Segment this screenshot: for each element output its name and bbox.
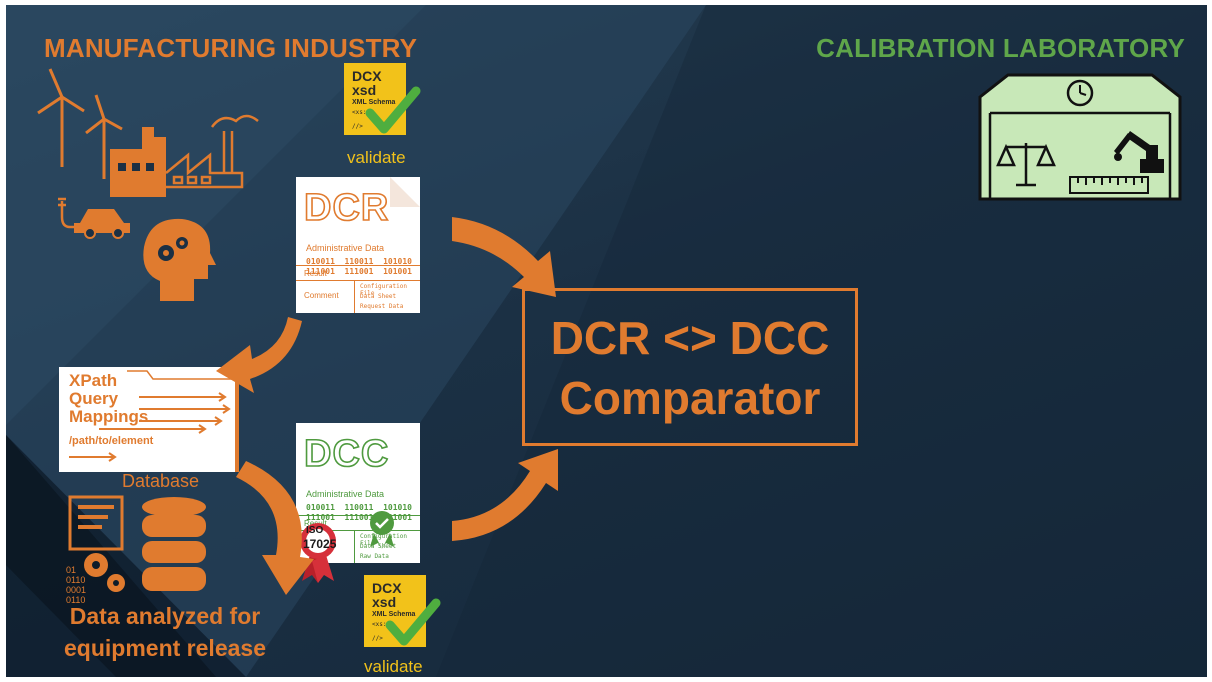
balance-scale-icon — [996, 143, 1056, 187]
dcr-ref-config: Configuration File — [360, 283, 407, 297]
electric-car-icon — [58, 197, 130, 239]
dcx-bottom-schema: XML Schema — [372, 611, 416, 618]
calibration-lab-icon — [978, 73, 1182, 201]
dcr-page-corner — [390, 177, 420, 207]
flow-arrows — [216, 217, 558, 595]
dcc-ref-datasheet: Data Sheet — [360, 543, 397, 550]
arrow-dcc-to-comparator — [452, 449, 558, 541]
dcx-top-title: DCX — [352, 68, 382, 84]
dcr-title: DCR — [303, 186, 390, 230]
dcr-ref-request: Request Data — [360, 303, 404, 310]
dcr-col-divider — [354, 280, 355, 313]
dcr-result: Result — [304, 269, 327, 278]
dcc-divider-2 — [296, 530, 420, 531]
xpath-line4: /path/to/element — [69, 435, 154, 447]
wind-turbine-icon — [37, 68, 123, 179]
dcx-bottom-code1: <xs:= — [372, 621, 391, 628]
dcc-binary: 010011 110011 101010 111001 111001 10100… — [306, 503, 412, 522]
arrow-xpath-to-database — [236, 461, 314, 595]
award-badge-icon — [370, 511, 394, 549]
head-gears-icon — [143, 218, 216, 301]
arrow-dcr-to-comparator — [452, 217, 556, 297]
manufacturing-icons — [37, 68, 259, 301]
clock-icon — [1066, 79, 1094, 107]
xpath-query-mappings: XPath Query Mappings /path/to/element — [59, 367, 239, 472]
comparator-line2: Comparator — [559, 372, 821, 424]
dcx-top-xsd: xsd — [352, 82, 377, 98]
comparator-line1: DCR <> DCC — [550, 312, 830, 364]
binary-row: 0110 — [66, 595, 86, 605]
factory-icon — [110, 114, 259, 197]
dcx-top-code2: //> — [352, 123, 363, 130]
binary-row: 0110 — [66, 575, 86, 585]
iso-seal-icon — [300, 523, 336, 583]
manufacturing-industry-title: MANUFACTURING INDUSTRY — [44, 33, 418, 63]
dcc-ref-rawdata: Raw Data — [360, 553, 389, 560]
dcr-binary: 010011 110011 101010 111001 111001 10100… — [306, 257, 412, 276]
xpath-line3: Mappings — [69, 407, 149, 426]
dcc-admin-data: Administrative Data — [306, 489, 385, 499]
checkmark-icon-bottom — [385, 598, 441, 646]
dcx-bottom-xsd: xsd — [372, 594, 397, 610]
analyzed-line1: Data analyzed for — [69, 603, 261, 629]
xpath-line2: Query — [69, 389, 119, 408]
dcc-col-divider — [354, 530, 355, 563]
xpath-line1: XPath — [69, 371, 118, 390]
dcc-title: DCC — [303, 432, 390, 476]
iso-seal-number: 17025 — [303, 537, 337, 551]
dcr-ref-datasheet: Data Sheet — [360, 293, 397, 300]
dcx-top-code1: <xs:= — [352, 109, 371, 116]
xpath-arrows — [69, 367, 239, 472]
arrow-dcr-to-xpath — [216, 317, 302, 393]
dcc-ref-config: Configuration File — [360, 533, 407, 547]
dcr-divider-2 — [296, 280, 420, 281]
binary-column: 01 0110 0001 0110 — [66, 565, 86, 605]
binary-row: 01 — [66, 565, 77, 575]
database-label: Database — [122, 471, 200, 491]
dcc-divider — [296, 515, 420, 516]
dcc-document: DCC Administrative Data 010011 110011 10… — [296, 423, 420, 563]
slide: MANUFACTURING INDUSTRY CALIBRATION LABOR… — [6, 5, 1207, 677]
dcr-dcc-comparator-box: DCR <> DCC Comparator — [522, 288, 858, 446]
ruler-icon — [1069, 176, 1149, 194]
dcr-comment: Comment — [304, 291, 339, 300]
database-icon — [142, 497, 206, 591]
iso-seal-label: ISO — [306, 525, 324, 536]
validate-label-top: validate — [347, 148, 406, 167]
dcr-divider — [296, 265, 420, 266]
data-analysis-icon — [68, 495, 125, 592]
validate-label-bottom: validate — [364, 657, 423, 676]
checkmark-icon — [365, 86, 421, 134]
dcx-top-schema: XML Schema — [352, 99, 396, 106]
dcr-admin-data: Administrative Data — [306, 243, 385, 253]
robot-arm-icon — [1114, 131, 1164, 173]
dcx-bottom-code2: //> — [372, 635, 383, 642]
calibration-laboratory-title: CALIBRATION LABORATORY — [816, 33, 1185, 63]
dcx-bottom-title: DCX — [372, 580, 402, 596]
database-cluster — [68, 495, 206, 592]
data-analyzed-caption: Data analyzed for equipment release — [40, 600, 290, 664]
analyzed-line2: equipment release — [64, 635, 266, 661]
binary-row: 0001 — [66, 585, 87, 595]
